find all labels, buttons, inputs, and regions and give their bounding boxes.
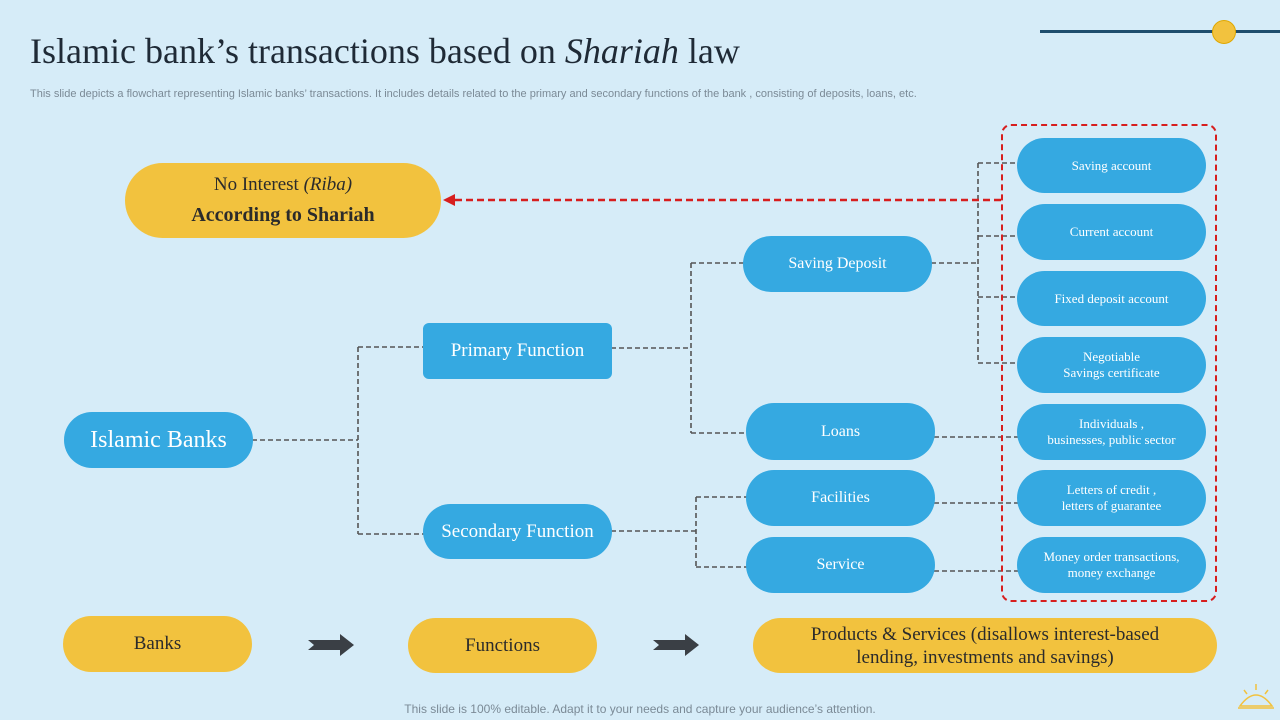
loans-node: Loans xyxy=(746,403,935,460)
fixed-deposit-node: Fixed deposit account xyxy=(1017,271,1206,326)
individuals-line-1: Individuals , xyxy=(1079,416,1144,431)
money-order-node: Money order transactions, money exchange xyxy=(1017,537,1206,593)
title-italic: Shariah xyxy=(564,31,679,71)
legend-banks: Banks xyxy=(63,616,252,672)
riba-arrow-head xyxy=(443,194,455,206)
money-line-1: Money order transactions, xyxy=(1043,549,1180,564)
legend-arrow-1 xyxy=(308,634,354,656)
title-part-1: Islamic bank’s transactions based on xyxy=(30,31,565,71)
secondary-function-node: Secondary Function xyxy=(423,504,612,559)
no-interest-node: No Interest (Riba) According to Shariah xyxy=(125,163,441,238)
islamic-banks-node: Islamic Banks xyxy=(64,412,253,468)
negotiable-certificate-node: Negotiable Savings certificate xyxy=(1017,337,1206,393)
individuals-line-2: businesses, public sector xyxy=(1047,432,1176,447)
primary-function-node: Primary Function xyxy=(423,323,612,379)
title-part-2: law xyxy=(678,31,740,71)
negotiable-line-2: Savings certificate xyxy=(1063,365,1160,380)
letters-line-2: letters of guarantee xyxy=(1061,498,1162,513)
no-interest-line-1: No Interest (Riba) xyxy=(214,174,352,196)
letters-line-1: Letters of credit , xyxy=(1066,482,1157,497)
legend-products-line-1: Products & Services (disallows interest-… xyxy=(810,623,1160,645)
header-accent-line xyxy=(1040,30,1280,33)
legend-functions: Functions xyxy=(408,618,597,673)
header-accent-dot xyxy=(1212,20,1236,44)
footer-note: This slide is 100% editable. Adapt it to… xyxy=(404,702,876,716)
letters-of-credit-node: Letters of credit , letters of guarantee xyxy=(1017,470,1206,526)
legend-products-services: Products & Services (disallows interest-… xyxy=(753,618,1217,673)
money-line-2: money exchange xyxy=(1067,565,1156,580)
legend-arrow-2 xyxy=(653,634,699,656)
page-title: Islamic bank’s transactions based on Sha… xyxy=(30,30,740,72)
saving-account-node: Saving account xyxy=(1017,138,1206,193)
corner-logo-icon xyxy=(1238,684,1274,709)
according-shariah-text: According to Shariah xyxy=(191,204,375,226)
saving-deposit-node: Saving Deposit xyxy=(743,236,932,292)
negotiable-line-1: Negotiable xyxy=(1082,349,1141,364)
riba-text: (Riba) xyxy=(303,174,353,195)
no-interest-text: No Interest xyxy=(213,174,304,195)
individuals-node: Individuals , businesses, public sector xyxy=(1017,404,1206,460)
current-account-node: Current account xyxy=(1017,204,1206,260)
page-subtitle: This slide depicts a flowchart represent… xyxy=(30,88,917,100)
facilities-node: Facilities xyxy=(746,470,935,526)
service-node: Service xyxy=(746,537,935,593)
details-highlight-box xyxy=(1001,124,1217,602)
legend-products-line-2: lending, investments and savings) xyxy=(856,646,1114,668)
